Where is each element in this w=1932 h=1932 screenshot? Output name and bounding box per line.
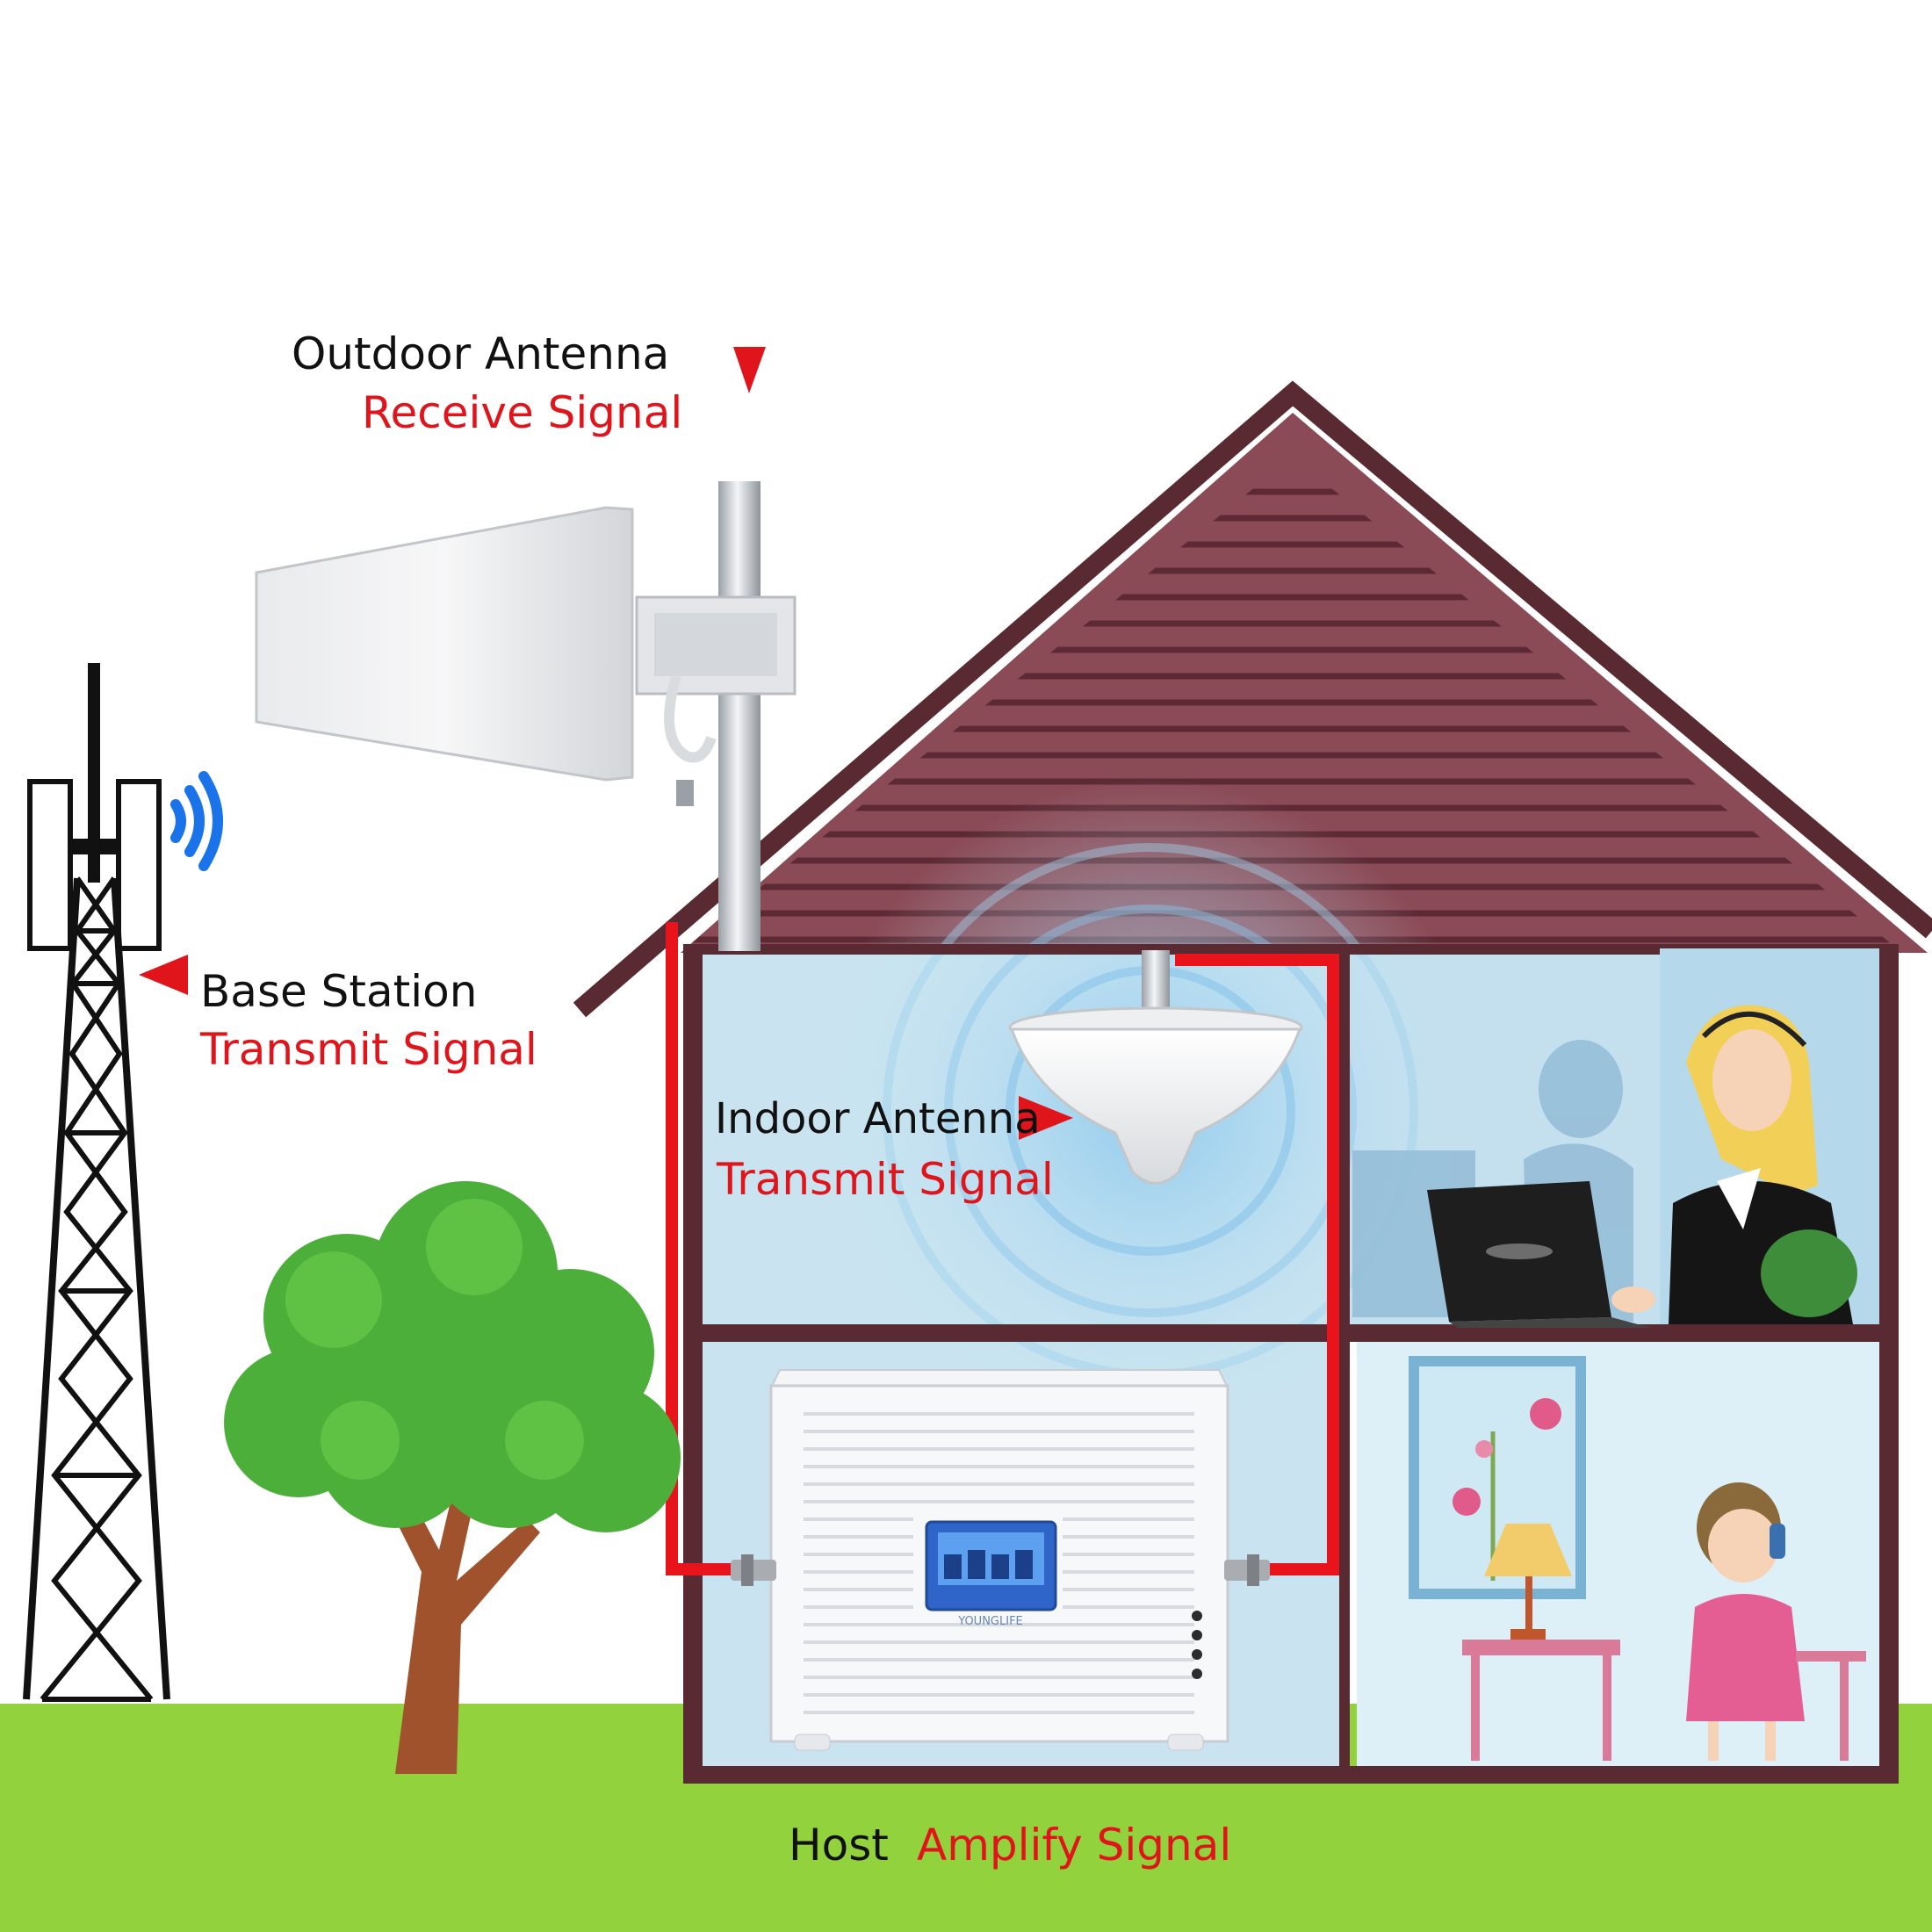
base-station-arrow <box>139 955 188 995</box>
booster-connector-left <box>731 1554 776 1586</box>
outdoor-antenna-arrow <box>733 347 766 393</box>
amplify-signal-label: Amplify Signal <box>917 1820 1232 1871</box>
wifi-waves-icon <box>170 771 223 871</box>
indoor-antenna-label: Indoor Antenna <box>715 1094 1041 1143</box>
booster-brand-label: YOUNGLIFE <box>957 1615 1023 1628</box>
receive-signal-label: Receive Signal <box>362 387 683 438</box>
indoor-antenna-icon <box>1008 950 1303 1185</box>
outdoor-antenna-icon <box>255 481 797 951</box>
living-scene <box>1409 1356 1866 1761</box>
base-station-label: Base Station <box>200 966 478 1017</box>
base-transmit-signal-label: Transmit Signal <box>200 1024 537 1075</box>
host-label: Host <box>789 1820 889 1871</box>
woman-with-headset <box>1611 1005 1857 1324</box>
booster-host-icon: YOUNGLIFE <box>731 1369 1270 1751</box>
indoor-transmit-signal-label: Transmit Signal <box>717 1154 1054 1205</box>
booster-connector-right <box>1224 1554 1270 1586</box>
office-scene <box>1352 948 1879 1328</box>
tree-icon <box>224 1181 681 1774</box>
cell-tower-icon <box>23 663 170 1702</box>
indoor-antenna-arrow <box>1019 1096 1073 1140</box>
outdoor-antenna-label: Outdoor Antenna <box>292 328 670 379</box>
girl-with-phone <box>1686 1482 1805 1761</box>
